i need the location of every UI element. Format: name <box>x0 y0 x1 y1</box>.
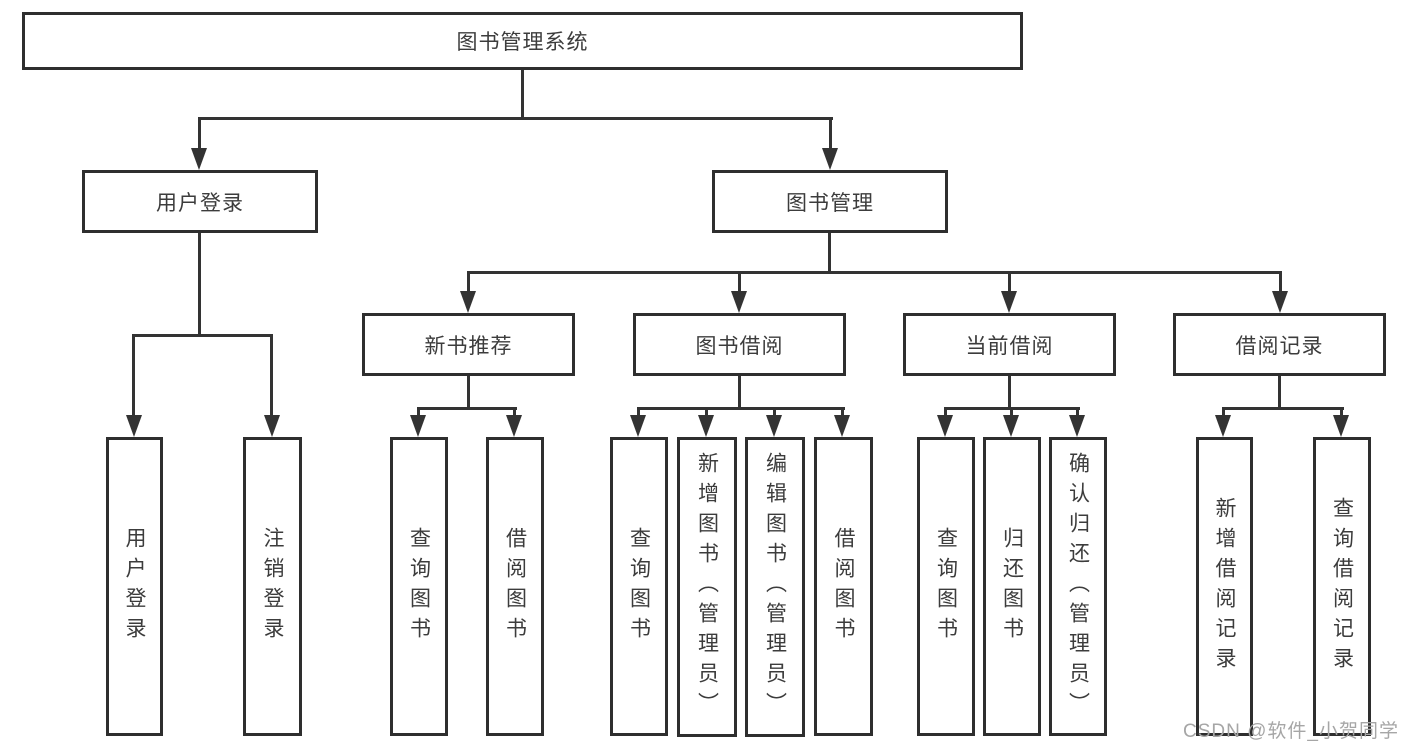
connector-arrow-down-icon <box>264 415 280 437</box>
leaf-current-query-books: 查询图书 <box>917 437 975 736</box>
leaf-borrowing-add-books-admin-label: 新增图书（管理员） <box>695 452 719 722</box>
connector-line <box>1222 407 1225 418</box>
connector-line <box>1222 407 1344 410</box>
leaf-recommend-query-books: 查询图书 <box>390 437 448 736</box>
leaf-current-query-books-label: 查询图书 <box>934 526 958 647</box>
leaf-current-confirm-return-admin: 确认归还（管理员） <box>1049 437 1107 736</box>
connector-line <box>198 117 201 153</box>
leaf-recommend-borrow-books-label: 借阅图书 <box>503 526 527 647</box>
connector-arrow-down-icon <box>191 148 207 170</box>
node-book-management: 图书管理 <box>712 170 948 233</box>
connector-line <box>738 376 741 410</box>
connector-arrow-down-icon <box>410 415 426 437</box>
connector-arrow-down-icon <box>630 415 646 437</box>
node-root: 图书管理系统 <box>22 12 1023 70</box>
node-user-login-label: 用户登录 <box>156 191 244 215</box>
connector-line <box>1010 407 1013 418</box>
connector-line <box>1340 407 1343 418</box>
connector-line <box>1076 407 1079 418</box>
connector-line <box>637 407 640 418</box>
leaf-current-return-books: 归还图书 <box>983 437 1041 736</box>
connector-arrow-down-icon <box>1272 291 1288 313</box>
leaf-records-add-record: 新增借阅记录 <box>1196 437 1253 736</box>
connector-line <box>132 334 135 416</box>
node-book-management-label: 图书管理 <box>786 191 874 215</box>
connector-line <box>828 233 831 274</box>
connector-arrow-down-icon <box>698 415 714 437</box>
connector-line <box>1008 271 1011 293</box>
connector-line <box>198 233 201 337</box>
node-current-borrowing-label: 当前借阅 <box>965 334 1054 358</box>
connector-line <box>637 407 845 410</box>
node-book-borrowing: 图书借阅 <box>633 313 846 376</box>
leaf-records-add-record-label: 新增借阅记录 <box>1213 496 1236 677</box>
connector-line <box>467 271 1282 274</box>
node-user-login: 用户登录 <box>82 170 318 233</box>
connector-line <box>705 407 708 418</box>
connector-line <box>841 407 844 418</box>
connector-line <box>944 407 947 418</box>
connector-line <box>270 334 273 416</box>
connector-arrow-down-icon <box>937 415 953 437</box>
leaf-borrowing-borrow-books-label: 借阅图书 <box>832 526 855 647</box>
connector-line <box>1279 271 1282 293</box>
connector-arrow-down-icon <box>731 291 747 313</box>
connector-line <box>521 70 524 120</box>
node-borrowing-records: 借阅记录 <box>1173 313 1386 376</box>
connector-arrow-down-icon <box>834 415 850 437</box>
node-new-book-recommend-label: 新书推荐 <box>424 334 513 358</box>
connector-line <box>417 407 420 418</box>
leaf-borrowing-edit-books-admin-label: 编辑图书（管理员） <box>763 452 787 722</box>
leaf-logout: 注销登录 <box>243 437 302 736</box>
connector-arrow-down-icon <box>460 291 476 313</box>
connector-arrow-down-icon <box>822 148 838 170</box>
leaf-borrowing-query-books: 查询图书 <box>610 437 668 736</box>
connector-arrow-down-icon <box>1333 415 1349 437</box>
connector-line <box>467 271 470 293</box>
connector-line <box>132 334 273 337</box>
node-borrowing-records-label: 借阅记录 <box>1235 334 1324 358</box>
leaf-records-query-record: 查询借阅记录 <box>1313 437 1371 736</box>
leaf-borrowing-edit-books-admin: 编辑图书（管理员） <box>745 437 805 737</box>
leaf-recommend-borrow-books: 借阅图书 <box>486 437 544 736</box>
connector-line <box>1008 376 1011 410</box>
node-new-book-recommend: 新书推荐 <box>362 313 575 376</box>
leaf-recommend-query-books-label: 查询图书 <box>407 526 431 647</box>
node-root-label: 图书管理系统 <box>456 31 589 54</box>
node-current-borrowing: 当前借阅 <box>903 313 1116 376</box>
leaf-current-return-books-label: 归还图书 <box>1000 526 1024 647</box>
connector-line <box>1278 376 1281 410</box>
connector-arrow-down-icon <box>506 415 522 437</box>
connector-arrow-down-icon <box>766 415 782 437</box>
leaf-borrowing-borrow-books: 借阅图书 <box>814 437 873 736</box>
watermark: CSDN @软件_小贺同学 <box>1183 721 1399 742</box>
connector-line <box>417 407 517 410</box>
connector-arrow-down-icon <box>1001 291 1017 313</box>
leaf-current-confirm-return-admin-label: 确认归还（管理员） <box>1066 451 1090 722</box>
connector-arrow-down-icon <box>1069 415 1085 437</box>
connector-arrow-down-icon <box>126 415 142 437</box>
connector-line <box>467 376 470 410</box>
node-book-borrowing-label: 图书借阅 <box>695 334 784 358</box>
leaf-user-login: 用户登录 <box>106 437 163 736</box>
connector-line <box>829 117 832 153</box>
connector-line <box>198 117 833 120</box>
leaf-logout-label: 注销登录 <box>261 526 284 647</box>
leaf-borrowing-add-books-admin: 新增图书（管理员） <box>677 437 737 737</box>
connector-arrow-down-icon <box>1003 415 1019 437</box>
connector-line <box>773 407 776 418</box>
connector-arrow-down-icon <box>1215 415 1231 437</box>
leaf-user-login-label: 用户登录 <box>123 526 146 647</box>
leaf-borrowing-query-books-label: 查询图书 <box>627 526 651 647</box>
connector-line <box>738 271 741 293</box>
connector-line <box>513 407 516 418</box>
leaf-records-query-record-label: 查询借阅记录 <box>1330 496 1354 677</box>
